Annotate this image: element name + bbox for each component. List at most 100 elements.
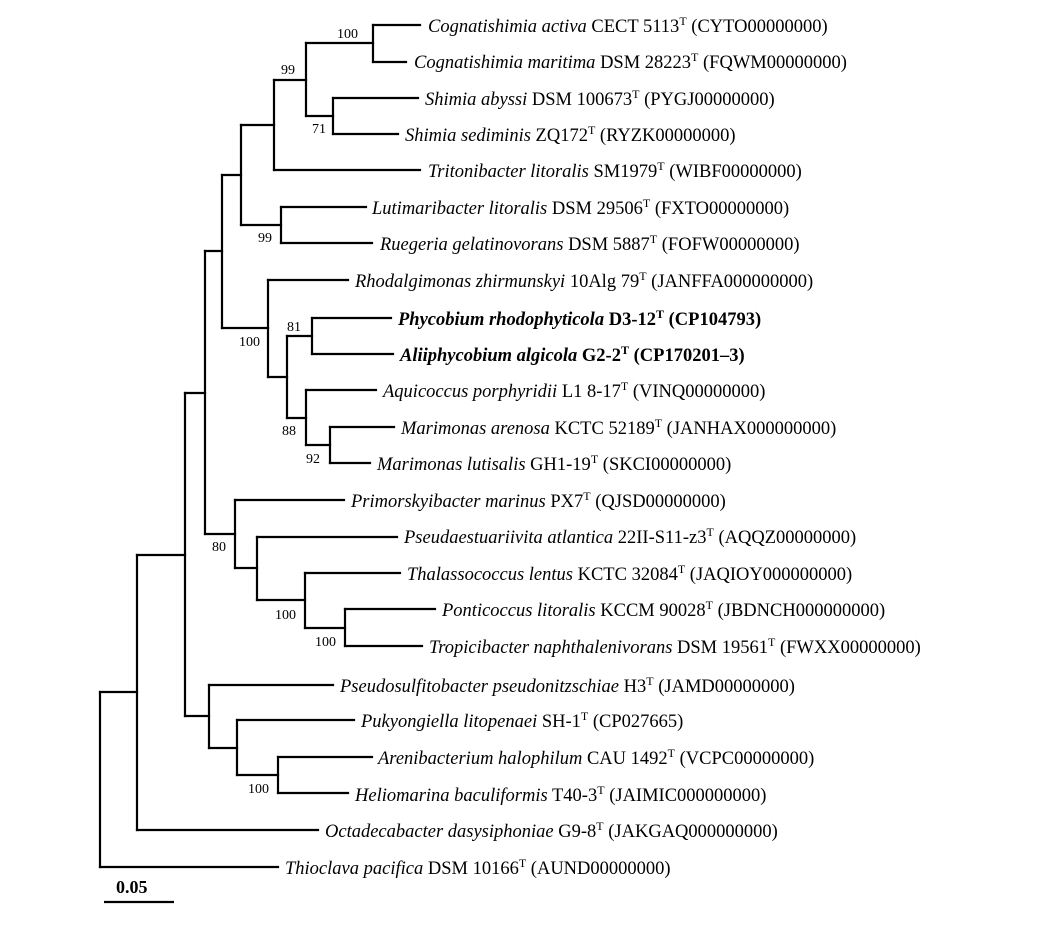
leaf-label: Cognatishimia activa CECT 5113T (CYTO000… <box>428 14 828 37</box>
strain-id: DSM 5887 <box>563 235 649 255</box>
strain-id: ZQ172 <box>531 126 588 146</box>
taxon-name: Marimonas lutisalis <box>376 455 526 475</box>
leaf-label: Primorskyibacter marinus PX7T (QJSD00000… <box>350 489 726 512</box>
accession: (JAQIOY000000000) <box>685 565 852 585</box>
taxon-name: Thioclava pacifica <box>285 859 423 879</box>
taxon-name: Ponticoccus litoralis <box>441 601 596 621</box>
leaf-label: Ponticoccus litoralis KCCM 90028T (JBDNC… <box>441 598 885 621</box>
accession: (AQQZ00000000) <box>714 528 856 548</box>
accession: (FQWM00000000) <box>698 53 847 73</box>
accession: (RYZK00000000) <box>595 126 735 146</box>
strain-id: GH1-19 <box>526 455 591 475</box>
leaf-label: Heliomarina baculiformis T40-3T (JAIMIC0… <box>354 783 766 806</box>
strain-id: CAU 1492 <box>582 749 667 769</box>
type-strain-mark: T <box>706 525 714 539</box>
taxon-name: Cognatishimia activa <box>428 17 587 37</box>
taxon-name: Tropicibacter naphthalenivorans <box>429 638 672 658</box>
accession: (PYGJ00000000) <box>639 90 774 110</box>
type-strain-mark: T <box>519 856 527 870</box>
strain-id: KCCM 90028 <box>596 601 706 621</box>
bootstrap-value: 80 <box>212 540 226 555</box>
taxon-name: Rhodalgimonas zhirmunskyi <box>354 272 565 292</box>
type-strain-mark: T <box>581 709 589 723</box>
accession: (CYTO00000000) <box>687 17 828 37</box>
accession: (CP170201–3) <box>629 346 745 366</box>
accession: (VINQ00000000) <box>628 382 765 402</box>
accession: (VCPC00000000) <box>675 749 814 769</box>
leaf-label: Tritonibacter litoralis SM1979T (WIBF000… <box>428 159 802 182</box>
accession: (WIBF00000000) <box>665 162 802 182</box>
leaf-label: Marimonas arenosa KCTC 52189T (JANHAX000… <box>400 416 836 439</box>
bootstrap-value: 92 <box>306 452 320 467</box>
type-strain-mark: T <box>679 14 687 28</box>
strain-id: DSM 19561 <box>672 638 768 658</box>
accession: (SKCI00000000) <box>598 455 731 475</box>
type-strain-mark: T <box>596 819 604 833</box>
strain-id: PX7 <box>546 492 584 512</box>
leaf-label: Aquicoccus porphyridii L1 8-17T (VINQ000… <box>381 379 765 402</box>
leaf-label: Phycobium rhodophyticola D3-12T (CP10479… <box>397 307 761 330</box>
strain-id: KCTC 52189 <box>550 419 655 439</box>
taxon-name: Primorskyibacter marinus <box>350 492 546 512</box>
strain-id: G2-2 <box>577 346 621 366</box>
leaf-label: Pseudosulfitobacter pseudonitzschiae H3T… <box>339 674 795 697</box>
bootstrap-value: 81 <box>287 320 301 335</box>
type-strain-mark: T <box>583 489 591 503</box>
taxon-name: Heliomarina baculiformis <box>354 786 548 806</box>
scale-bar-label: 0.05 <box>116 877 148 897</box>
leaf-label: Ruegeria gelatinovorans DSM 5887T (FOFW0… <box>379 232 800 255</box>
tree-branches <box>98 23 437 869</box>
type-strain-mark: T <box>668 746 676 760</box>
type-strain-mark: T <box>655 416 663 430</box>
bootstrap-value: 88 <box>282 424 296 439</box>
type-strain-mark: T <box>621 343 629 357</box>
strain-id: DSM 10166 <box>423 859 519 879</box>
leaf-label: Marimonas lutisalis GH1-19T (SKCI0000000… <box>376 452 731 475</box>
type-strain-mark: T <box>656 307 664 321</box>
type-strain-mark: T <box>678 562 686 576</box>
type-strain-mark: T <box>691 50 699 64</box>
leaf-label: Arenibacterium halophilum CAU 1492T (VCP… <box>376 746 814 769</box>
accession: (JANFFA000000000) <box>647 272 814 292</box>
scale-bar: 0.05 <box>104 877 174 904</box>
accession: (CP104793) <box>664 310 761 330</box>
accession: (FXTO00000000) <box>650 199 789 219</box>
type-strain-mark: T <box>621 379 629 393</box>
accession: (AUND00000000) <box>526 859 670 879</box>
strain-id: KCTC 32084 <box>573 565 678 585</box>
strain-id: SH-1 <box>537 712 581 732</box>
leaf-label: Rhodalgimonas zhirmunskyi 10Alg 79T (JAN… <box>354 269 813 292</box>
taxon-name: Aquicoccus porphyridii <box>381 382 557 402</box>
type-strain-mark: T <box>650 232 658 246</box>
leaf-label: Thalassococcus lentus KCTC 32084T (JAQIO… <box>407 562 852 585</box>
type-strain-mark: T <box>657 159 665 173</box>
leaf-label: Aliiphycobium algicola G2-2T (CP170201–3… <box>399 343 745 366</box>
taxon-name: Pseudosulfitobacter pseudonitzschiae <box>339 677 619 697</box>
bootstrap-value: 99 <box>258 231 272 246</box>
leaf-label: Tropicibacter naphthalenivorans DSM 1956… <box>429 635 921 658</box>
strain-id: DSM 29506 <box>547 199 643 219</box>
taxon-name: Phycobium rhodophyticola <box>397 310 604 330</box>
accession: (JAIMIC000000000) <box>605 786 767 806</box>
type-strain-mark: T <box>597 783 605 797</box>
type-strain-mark: T <box>768 635 776 649</box>
leaf-label: Octadecabacter dasysiphoniae G9-8T (JAKG… <box>325 819 778 842</box>
taxon-name: Cognatishimia maritima <box>414 53 595 73</box>
taxon-name: Marimonas arenosa <box>400 419 550 439</box>
leaf-label: Thioclava pacifica DSM 10166T (AUND00000… <box>285 856 671 879</box>
taxon-name: Shimia sediminis <box>405 126 531 146</box>
type-strain-mark: T <box>706 598 714 612</box>
taxon-name: Lutimaribacter litoralis <box>371 199 547 219</box>
leaf-label: Shimia abyssi DSM 100673T (PYGJ00000000) <box>425 87 775 110</box>
taxon-name: Octadecabacter dasysiphoniae <box>325 822 554 842</box>
bootstrap-value: 71 <box>312 122 326 137</box>
bootstrap-value: 100 <box>248 782 269 797</box>
strain-id: 10Alg 79 <box>565 272 639 292</box>
strain-id: G9-8 <box>554 822 597 842</box>
strain-id: D3-12 <box>604 310 656 330</box>
strain-id: DSM 100673 <box>527 90 632 110</box>
leaf-label: Cognatishimia maritima DSM 28223T (FQWM0… <box>414 50 847 73</box>
leaf-label: Shimia sediminis ZQ172T (RYZK00000000) <box>405 123 736 146</box>
accession: (JANHAX000000000) <box>662 419 836 439</box>
